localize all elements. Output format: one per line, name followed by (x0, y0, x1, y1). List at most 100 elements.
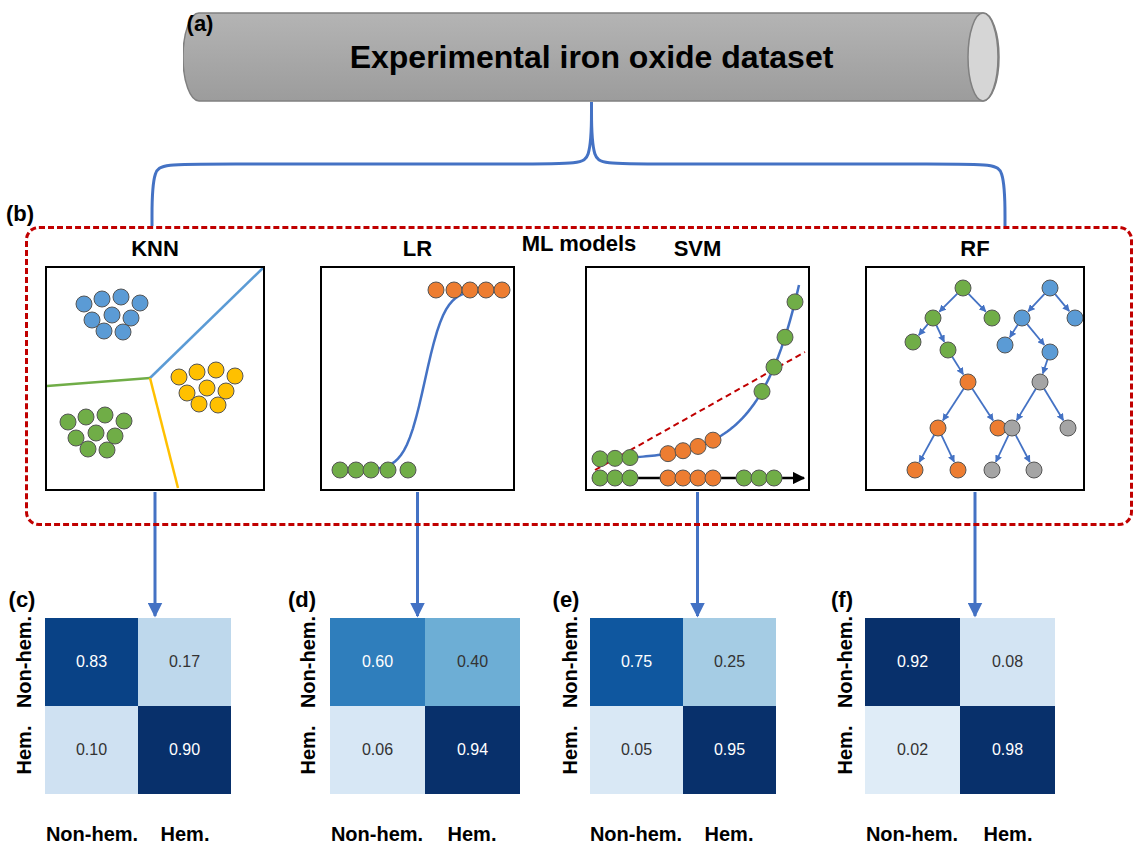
plot-line (1027, 324, 1044, 345)
plot-line (1043, 360, 1048, 374)
axis-label: Hem. (559, 726, 582, 775)
matrix-cell: 0.92 (865, 618, 960, 706)
data-points (1026, 462, 1042, 478)
axis-label: Non-hem. (834, 616, 857, 708)
model-panel: SVM (585, 266, 810, 491)
data-points (905, 334, 921, 350)
flow-arrow (154, 492, 157, 616)
data-points (1042, 280, 1058, 296)
plot-line (972, 389, 993, 421)
cell-value: 0.10 (76, 741, 107, 759)
cell-value: 0.95 (714, 741, 745, 759)
data-points (960, 374, 976, 390)
axis-label: Non-hem. (13, 616, 36, 708)
model-panel: LR (320, 266, 515, 491)
model-group: KNNLRSVMRFML models (25, 226, 1133, 526)
plot-line (941, 435, 954, 462)
axis-label: Hem. (161, 823, 210, 846)
matrix-cell: 0.75 (590, 618, 683, 706)
matrix-cell: 0.17 (138, 618, 231, 706)
panel-letter: (d) (288, 587, 316, 613)
data-points (660, 432, 721, 461)
matrix-cell: 0.10 (45, 706, 138, 794)
matrix-cell: 0.06 (330, 706, 425, 794)
plot-line (47, 378, 150, 386)
plot-line (1044, 389, 1063, 420)
data-points (925, 310, 941, 326)
plot-line (150, 268, 263, 378)
plot-line (939, 294, 957, 312)
matrix-cell: 0.90 (138, 706, 231, 794)
cell-value: 0.60 (362, 653, 393, 671)
cell-value: 0.94 (457, 741, 488, 759)
axis-label: Non-hem. (866, 823, 958, 846)
panel-letter: (e) (553, 587, 580, 613)
plot-line (595, 352, 805, 470)
data-points (1067, 310, 1083, 326)
data-points (984, 310, 1000, 326)
plot-line (1017, 389, 1036, 420)
axis-label: Hem. (984, 823, 1033, 846)
axis-label: Non-hem. (331, 823, 423, 846)
plot-line (919, 324, 928, 335)
data-points (1060, 420, 1076, 436)
confusion-matrix: 0.92 0.08 0.02 0.98 (865, 618, 1055, 794)
plot-line (1010, 325, 1018, 338)
plot-line (1028, 294, 1044, 312)
plot-line (150, 378, 178, 488)
data-points (332, 462, 416, 478)
axis-label: Hem. (705, 823, 754, 846)
brace-connector (152, 102, 1005, 226)
axis-label: Non-hem. (559, 616, 582, 708)
data-points (76, 289, 148, 340)
matrix-cell: 0.02 (865, 706, 960, 794)
cylinder-label: Experimental iron oxide dataset (350, 39, 834, 76)
data-points (592, 470, 638, 486)
kernel-curve (595, 285, 799, 459)
plot-line (996, 435, 1009, 462)
matrix-cell: 0.25 (683, 618, 776, 706)
model-panel: KNN (45, 266, 265, 491)
matrix-cell: 0.05 (590, 706, 683, 794)
panel-letter: (f) (831, 587, 853, 613)
axis-label: Hem. (297, 726, 320, 775)
model-panel: RF (865, 266, 1085, 491)
data-points (754, 294, 803, 400)
axis-label: Non-hem. (590, 823, 682, 846)
plot-line (969, 294, 986, 312)
axis-label: Hem. (834, 726, 857, 775)
model-title: RF (960, 236, 989, 262)
confusion-matrix: 0.83 0.17 0.10 0.90 (45, 618, 231, 794)
confusion-matrix: 0.75 0.25 0.05 0.95 (590, 618, 776, 794)
cell-value: 0.83 (76, 653, 107, 671)
flow-arrow (974, 492, 977, 616)
axis-label: Hem. (448, 823, 497, 846)
plot-line (919, 435, 934, 462)
data-points (955, 280, 971, 296)
cell-value: 0.17 (169, 653, 200, 671)
data-points (428, 282, 510, 298)
cell-value: 0.92 (897, 653, 928, 671)
matrix-cell: 0.98 (960, 706, 1055, 794)
plot-line (952, 357, 963, 375)
model-title: SVM (674, 236, 722, 262)
flow-arrow (696, 492, 699, 616)
panel-letter: (b) (6, 201, 34, 227)
sigmoid-curve (335, 290, 509, 470)
flow-arrow (416, 492, 419, 616)
data-points (930, 420, 946, 436)
data-points (592, 450, 638, 467)
cell-value: 0.98 (992, 741, 1023, 759)
data-points (736, 470, 782, 486)
data-points (60, 407, 132, 458)
confusion-matrix: 0.600.400.060.94 (330, 618, 520, 794)
cell-value: 0.75 (621, 653, 652, 671)
data-points (1004, 420, 1020, 436)
panel-letter: (c) (9, 587, 36, 613)
cell-value: 0.05 (621, 741, 652, 759)
dataset-cylinder: Experimental iron oxide dataset (183, 12, 1000, 102)
cell-value: 0.06 (362, 741, 393, 759)
axis-label: Non-hem. (46, 823, 138, 846)
cell-value: 0.08 (992, 653, 1023, 671)
